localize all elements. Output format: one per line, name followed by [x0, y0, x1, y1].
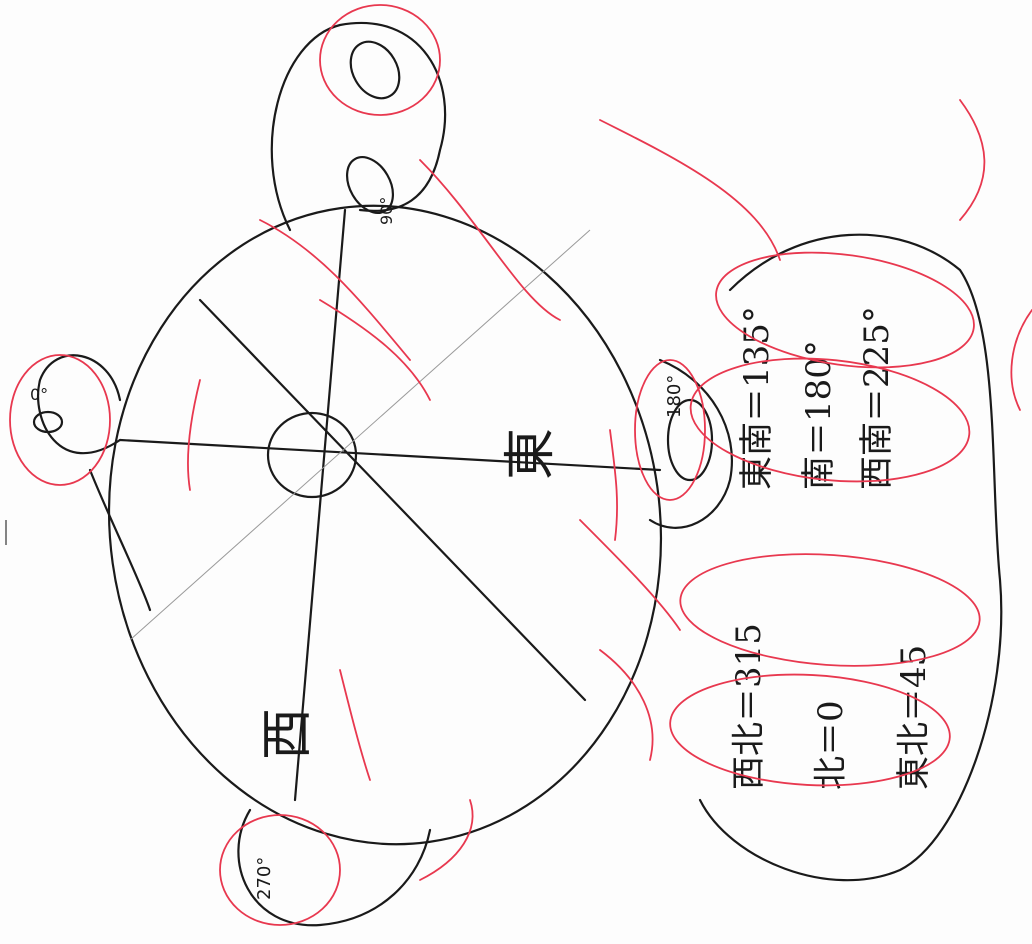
mark-90-label: 90° [377, 197, 396, 225]
diagonal-line-2 [129, 229, 591, 641]
mark-180-degree: 180° [664, 375, 714, 482]
west-label: 西 [258, 708, 318, 760]
note-southeast: 東南＝135° [737, 306, 777, 490]
note-south: 南＝180° [799, 340, 839, 490]
mark-180-label: 180° [664, 375, 685, 418]
mark-270-label: 270° [254, 857, 275, 900]
compass-center [266, 411, 358, 499]
axis-line-horizontal [118, 438, 662, 472]
red-annotations [9, 4, 1032, 926]
right-lobe-outline [648, 358, 733, 529]
bottom-lobe-outline [237, 808, 432, 927]
mark-90-degree: 90° [345, 40, 401, 225]
note-northwest: 西北＝315 [729, 623, 769, 790]
mark-270-degree: 270° [254, 857, 275, 900]
compass-outer-circle [107, 204, 663, 846]
note-north: 北＝0 [811, 700, 851, 790]
notes-lower: 西北＝315 北＝0 東北＝45 [729, 623, 934, 790]
right-notes-outline [698, 233, 1003, 882]
notes-upper: 東南＝135° 南＝180° 西南＝225° [737, 306, 897, 490]
diagonal-line-1 [198, 298, 587, 702]
note-northeast: 東北＝45 [894, 645, 934, 790]
east-label: 東 [501, 428, 561, 480]
mark-0-label: 0° [30, 385, 48, 404]
axis-line-vertical [293, 208, 347, 802]
note-southwest: 西南＝225° [857, 306, 897, 490]
left-lobe-outline [37, 354, 152, 612]
mark-0-degree: 0° [30, 385, 64, 434]
top-lobe-outline [270, 22, 447, 232]
